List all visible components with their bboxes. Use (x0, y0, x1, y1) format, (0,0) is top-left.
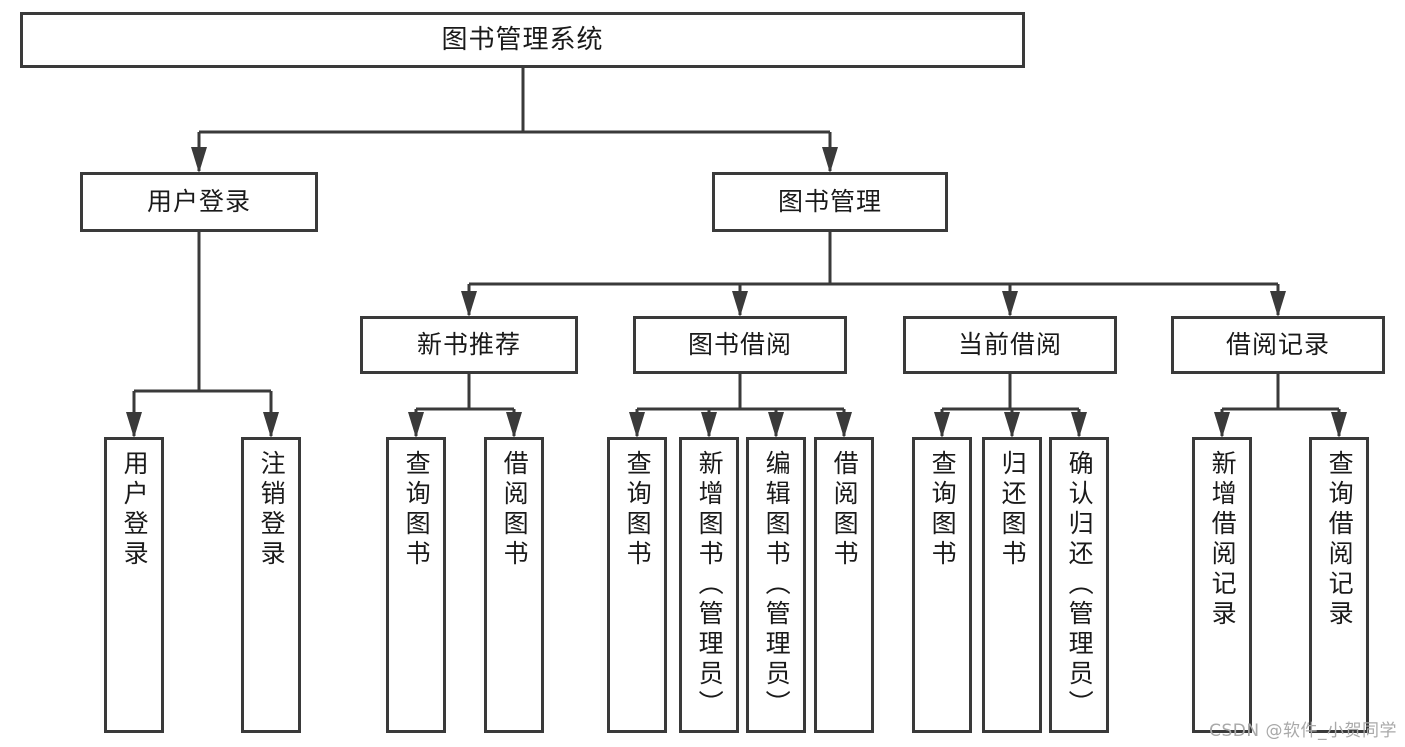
edge-arrowhead (263, 412, 279, 438)
node-label: 查询图书 (928, 450, 958, 570)
node-label: 图书借阅 (687, 330, 792, 360)
edge-arrowhead (701, 412, 717, 438)
node-label: 新书推荐 (416, 330, 521, 360)
edge-arrowhead (126, 412, 142, 438)
node-leaf-bw-add[interactable]: 新增图书（管理员） (679, 437, 739, 733)
node-label: 新增图书（管理员） (695, 450, 725, 720)
node-records[interactable]: 借阅记录 (1171, 316, 1385, 374)
node-leaf-rec-query[interactable]: 查询借阅记录 (1309, 437, 1369, 733)
watermark: CSDN @软件_小贺同学 (1209, 721, 1397, 741)
edge-arrowhead (1002, 291, 1018, 317)
edge-arrowhead (732, 291, 748, 317)
node-root[interactable]: 图书管理系统 (20, 12, 1025, 68)
edge-arrowhead (1331, 412, 1347, 438)
node-leaf-bw-borrow[interactable]: 借阅图书 (814, 437, 874, 733)
edge-arrowhead (836, 412, 852, 438)
node-bookmgmt[interactable]: 图书管理 (712, 172, 948, 232)
node-leaf-rec-add[interactable]: 新增借阅记录 (1192, 437, 1252, 733)
node-label: 查询借阅记录 (1325, 450, 1355, 630)
node-label: 编辑图书（管理员） (762, 450, 792, 720)
node-leaf-nb-query[interactable]: 查询图书 (386, 437, 446, 733)
node-label: 查询图书 (623, 450, 653, 570)
edge-arrowhead (1071, 412, 1087, 438)
node-leaf-cur-confirm[interactable]: 确认归还（管理员） (1049, 437, 1109, 733)
edge-arrowhead (191, 147, 207, 173)
node-leaf-cur-return[interactable]: 归还图书 (982, 437, 1042, 733)
node-label: 借阅图书 (830, 450, 860, 570)
node-leaf-bw-edit[interactable]: 编辑图书（管理员） (746, 437, 806, 733)
node-newbook[interactable]: 新书推荐 (360, 316, 578, 374)
node-current[interactable]: 当前借阅 (903, 316, 1117, 374)
node-label: 借阅记录 (1225, 330, 1330, 360)
node-borrow[interactable]: 图书借阅 (633, 316, 847, 374)
node-label: 用户登录 (120, 450, 150, 570)
node-label: 借阅图书 (500, 450, 530, 570)
edge-arrowhead (768, 412, 784, 438)
edge-arrowhead (408, 412, 424, 438)
node-label: 用户登录 (146, 187, 251, 217)
node-login[interactable]: 用户登录 (80, 172, 318, 232)
node-label: 当前借阅 (957, 330, 1062, 360)
node-leaf-user-login[interactable]: 用户登录 (104, 437, 164, 733)
node-label: 图书管理 (777, 187, 882, 217)
edge-arrowhead (1214, 412, 1230, 438)
edge-arrowhead (506, 412, 522, 438)
node-leaf-user-logout[interactable]: 注销登录 (241, 437, 301, 733)
node-leaf-bw-query[interactable]: 查询图书 (607, 437, 667, 733)
edge-arrowhead (822, 147, 838, 173)
node-label: 确认归还（管理员） (1065, 450, 1095, 720)
edge-arrowhead (1004, 412, 1020, 438)
edge-arrowhead (1270, 291, 1286, 317)
node-leaf-nb-borrow[interactable]: 借阅图书 (484, 437, 544, 733)
node-label: 查询图书 (402, 450, 432, 570)
node-leaf-cur-query[interactable]: 查询图书 (912, 437, 972, 733)
node-label: 归还图书 (998, 450, 1028, 570)
node-label: 注销登录 (257, 450, 287, 570)
node-label: 新增借阅记录 (1208, 450, 1238, 630)
edge-arrowhead (934, 412, 950, 438)
edge-arrowhead (461, 291, 477, 317)
edge-arrowhead (629, 412, 645, 438)
node-label: 图书管理系统 (441, 24, 604, 55)
